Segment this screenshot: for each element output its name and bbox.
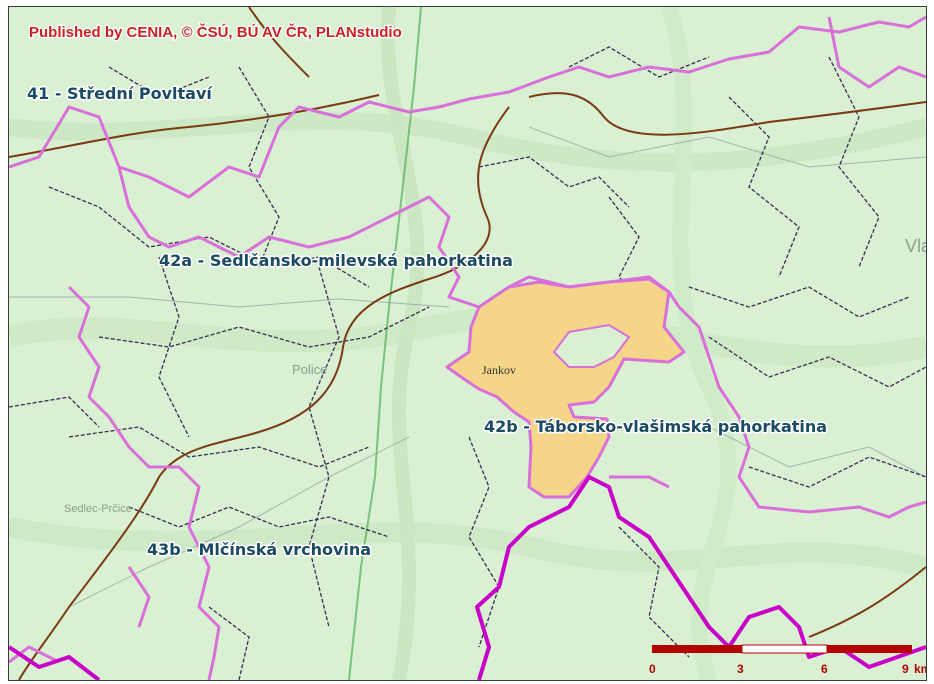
scale-label-3: 3 bbox=[737, 662, 744, 676]
town-label-sedlec-prcice: Sedlec-Prčice bbox=[64, 503, 132, 515]
scale-label-0: 0 bbox=[649, 662, 656, 676]
region-label-42a: 42a - Sedlčansko-milevská pahorkatina bbox=[159, 251, 513, 270]
district-borders bbox=[9, 475, 926, 680]
map-background bbox=[9, 7, 926, 680]
scale-label-6: 6 bbox=[821, 662, 828, 676]
scale-segment-1 bbox=[652, 645, 742, 653]
region-label-41: 41 - Střední Povltaví bbox=[27, 84, 213, 103]
scale-segment-2 bbox=[741, 644, 828, 654]
map-frame[interactable]: 0 3 6 9 km Published by CENIA, © ČSÚ, BÚ… bbox=[8, 6, 927, 681]
terrain-texture bbox=[9, 7, 926, 680]
main-road bbox=[348, 7, 422, 680]
scale-segment-3 bbox=[827, 645, 912, 653]
map-canvas[interactable]: 0 3 6 9 km Published by CENIA, © ČSÚ, BÚ… bbox=[9, 7, 926, 680]
credit-text: Published by CENIA, © ČSÚ, BÚ AV ČR, PLA… bbox=[29, 23, 402, 41]
municipal-borders bbox=[9, 46, 926, 680]
region-label-43b: 43b - Mlčínská vrchovina bbox=[147, 540, 371, 559]
jankov-inner-gap bbox=[552, 323, 631, 368]
rivers bbox=[9, 7, 926, 680]
town-label-police: Police bbox=[292, 362, 327, 377]
scale-unit: km bbox=[914, 662, 926, 676]
scale-label-9: 9 bbox=[902, 662, 909, 676]
region-label-42b: 42b - Táborsko-vlašimská pahorkatina bbox=[484, 417, 827, 436]
jankov-label: Jankov bbox=[482, 363, 516, 377]
scale-bar: 0 3 6 9 km bbox=[649, 644, 926, 676]
town-label-vla: Vla bbox=[905, 236, 926, 256]
